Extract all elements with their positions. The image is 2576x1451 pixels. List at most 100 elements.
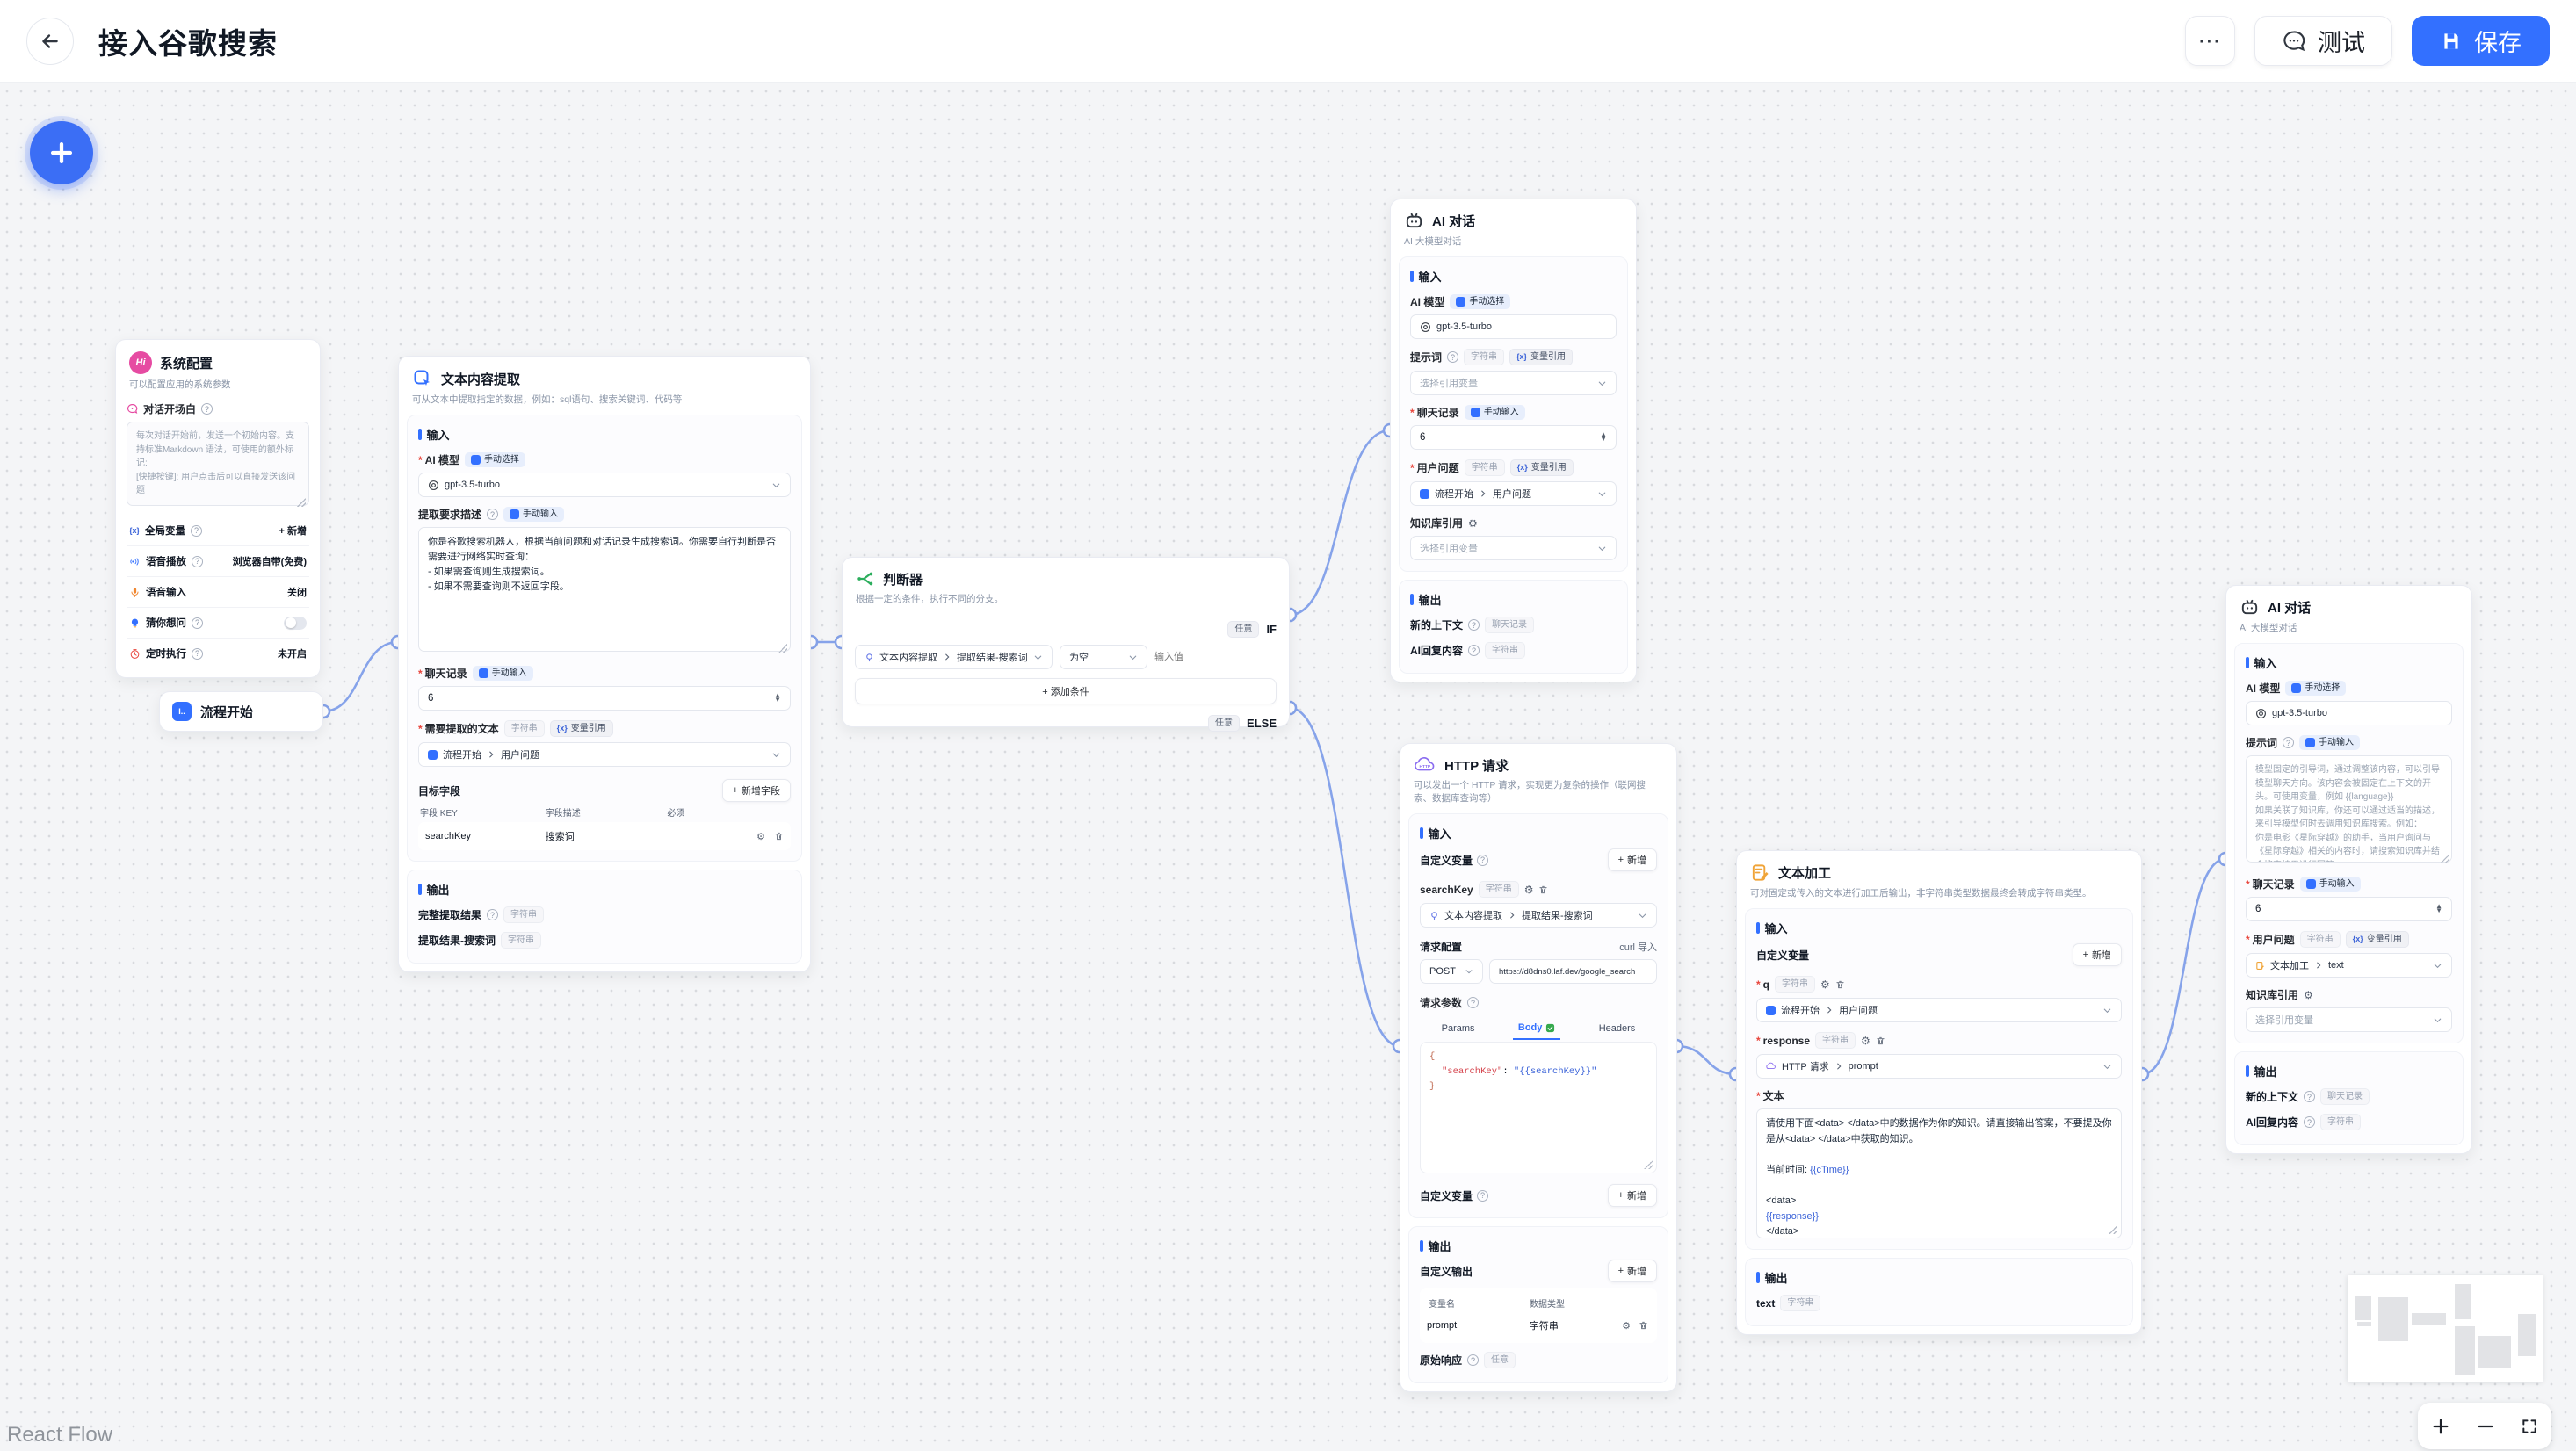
- var-settings-button[interactable]: ⚙: [1820, 978, 1830, 991]
- add-node-button[interactable]: [30, 121, 93, 184]
- condition-value-input[interactable]: [1154, 645, 1234, 670]
- var-ref-badge[interactable]: {x}变量引用: [1509, 459, 1574, 477]
- add-var-button[interactable]: + 新增: [1607, 848, 1657, 872]
- var-ref-badge[interactable]: {x}变量引用: [549, 720, 613, 738]
- zoom-in-button[interactable]: [2431, 1417, 2450, 1436]
- resize-handle[interactable]: [297, 498, 306, 508]
- more-button[interactable]: ⋯: [2185, 16, 2235, 66]
- edge-textprocess-aichat2[interactable]: [2141, 857, 2226, 1076]
- method-select[interactable]: POST: [1420, 959, 1483, 985]
- node-text-process[interactable]: 文本加工 可对固定或传入的文本进行加工后输出，非字符串类型数据最终会转成字符串类…: [1736, 850, 2142, 1336]
- var-delete-button[interactable]: [1538, 884, 1548, 895]
- manual-select-badge[interactable]: 手动选择: [465, 452, 526, 468]
- model-select[interactable]: gpt-3.5-turbo: [1410, 314, 1617, 340]
- resize-handle[interactable]: [2109, 1225, 2117, 1235]
- model-select[interactable]: gpt-3.5-turbo: [2246, 701, 2452, 726]
- kb-select[interactable]: 选择引用变量: [1410, 536, 1617, 561]
- resize-handle[interactable]: [2440, 855, 2449, 864]
- chat-history-input[interactable]: 6▲▼: [1410, 425, 1617, 451]
- var-ref-select[interactable]: 文本内容提取 提取结果-搜索词: [1420, 903, 1657, 928]
- edge-if-aichat[interactable]: [1289, 429, 1391, 617]
- tts-value[interactable]: 浏览器自带(免费): [232, 557, 307, 568]
- resize-handle[interactable]: [778, 644, 787, 653]
- test-button[interactable]: 测试: [2254, 16, 2392, 66]
- add-global-var-button[interactable]: + 新增: [279, 526, 308, 538]
- stt-value[interactable]: 关闭: [287, 588, 307, 599]
- tab-headers[interactable]: Headers: [1598, 1023, 1636, 1035]
- welcome-textarea[interactable]: [127, 422, 309, 507]
- minimap[interactable]: [2348, 1275, 2543, 1382]
- manual-input-badge[interactable]: 手动输入: [503, 507, 565, 523]
- add-var-button[interactable]: + 新增: [2072, 943, 2122, 967]
- node-flow-start[interactable]: I.. 流程开始: [159, 691, 323, 732]
- var-settings-button[interactable]: ⚙: [1523, 883, 1534, 896]
- body-code-editor[interactable]: { "searchKey": "{{searchKey}}" }: [1420, 1042, 1657, 1174]
- field-settings-button[interactable]: ⚙: [756, 831, 765, 842]
- manual-input-badge[interactable]: 手动输入: [472, 666, 533, 682]
- var-delete-button[interactable]: [1835, 979, 1845, 990]
- q-ref-select[interactable]: 流程开始 用户问题: [1756, 998, 2122, 1023]
- react-flow-attribution[interactable]: React Flow: [7, 1423, 113, 1447]
- manual-input-badge[interactable]: 手动输入: [2299, 877, 2361, 892]
- schedule-value[interactable]: 未开启: [278, 649, 307, 661]
- user-question-select[interactable]: 文本加工 text: [2246, 953, 2452, 978]
- user-question-label: 用户问题: [1416, 462, 1459, 475]
- field-delete-button[interactable]: [774, 831, 784, 841]
- edge-else-http[interactable]: [1289, 706, 1400, 1048]
- condition-variable-select[interactable]: 文本内容提取 提取结果-搜索词: [855, 645, 1053, 670]
- resize-handle[interactable]: [1644, 1160, 1653, 1170]
- var-delete-button[interactable]: [1876, 1036, 1885, 1046]
- chat-history-input[interactable]: 6▲▼: [2246, 897, 2452, 922]
- chat-history-input[interactable]: 6▲▼: [418, 686, 791, 711]
- user-question-select[interactable]: 流程开始 用户问题: [1410, 481, 1617, 507]
- node-text-extract[interactable]: 文本内容提取 可从文本中提取指定的数据，例如：sql语句、搜索关键词、代码等 输…: [398, 356, 811, 973]
- save-button[interactable]: 保存: [2412, 16, 2550, 66]
- extract-desc-textarea[interactable]: 你是谷歌搜索机器人，根据当前问题和对话记录生成搜索词。你需要自行判断是否需要进行…: [418, 527, 791, 653]
- manual-select-badge[interactable]: 手动选择: [2285, 681, 2347, 697]
- output-delete-button[interactable]: [1639, 1320, 1648, 1331]
- add-output-button[interactable]: + 新增: [1607, 1260, 1657, 1283]
- prompt-select[interactable]: 选择引用变量: [1410, 371, 1617, 396]
- kb-settings-button[interactable]: ⚙: [2304, 988, 2313, 1001]
- output-settings-button[interactable]: ⚙: [1622, 1320, 1631, 1332]
- node-classifier[interactable]: 判断器 根据一定的条件，执行不同的分支。 任意 IF 文本内容提取 提取结果-搜…: [842, 557, 1290, 733]
- back-button[interactable]: [26, 17, 74, 65]
- tab-params[interactable]: Params: [1441, 1023, 1475, 1035]
- kb-settings-button[interactable]: ⚙: [1468, 516, 1478, 530]
- edge-http-textprocess[interactable]: [1675, 1044, 1737, 1076]
- kb-select[interactable]: 选择引用变量: [2246, 1007, 2452, 1033]
- guess-toggle[interactable]: [284, 616, 307, 630]
- method-value: POST: [1429, 966, 1456, 978]
- node-system-config[interactable]: Hi 系统配置 可以配置应用的系统参数 对话开场白 ? {x} 全局变量 ? +…: [115, 339, 321, 679]
- add-field-button[interactable]: + 新增字段: [721, 779, 791, 803]
- response-ref-select[interactable]: HTTP 请求 prompt: [1756, 1054, 2122, 1079]
- tab-body[interactable]: Body: [1512, 1019, 1561, 1041]
- var-ref-badge[interactable]: {x}变量引用: [2345, 931, 2409, 949]
- var-settings-button[interactable]: ⚙: [1861, 1034, 1870, 1047]
- output-section-label: 输出: [2254, 1065, 2277, 1079]
- edge-flowstart-textextract[interactable]: [322, 640, 399, 713]
- number-steppers[interactable]: ▲▼: [2435, 902, 2442, 915]
- fit-view-button[interactable]: [2521, 1418, 2538, 1435]
- model-select[interactable]: gpt-3.5-turbo: [418, 473, 791, 498]
- text-template-editor[interactable]: 请使用下面<data> </data>中的数据作为你的知识。请直接输出答案，不要…: [1756, 1108, 2122, 1239]
- string-type-badge: 字符串: [1775, 976, 1816, 993]
- zoom-out-button[interactable]: [2476, 1417, 2495, 1436]
- condition-operator-select[interactable]: 为空: [1060, 645, 1147, 670]
- var-ref-badge[interactable]: {x}变量引用: [1509, 349, 1574, 366]
- manual-input-badge[interactable]: 手动输入: [1464, 405, 1525, 421]
- number-steppers[interactable]: ▲▼: [1600, 430, 1607, 444]
- source-text-select[interactable]: 流程开始 用户问题: [418, 742, 791, 768]
- curl-import-button[interactable]: curl 导入: [1619, 942, 1657, 953]
- manual-input-badge[interactable]: 手动输入: [2299, 735, 2361, 751]
- node-ai-chat-top[interactable]: AI 对话 AI 大模型对话 输入 AI 模型 手动选择 gpt-3.5-tur…: [1390, 199, 1637, 683]
- number-steppers[interactable]: ▲▼: [774, 691, 781, 704]
- manual-select-badge[interactable]: 手动选择: [1450, 294, 1511, 310]
- add-condition-button[interactable]: + 添加条件: [855, 678, 1277, 705]
- prompt-textarea[interactable]: [2246, 755, 2452, 863]
- node-http-request[interactable]: HTTP HTTP 请求 可以发出一个 HTTP 请求，实现更为复杂的操作（联网…: [1400, 743, 1677, 1393]
- add-var-button[interactable]: + 新增: [1607, 1184, 1657, 1208]
- url-input[interactable]: [1489, 959, 1657, 985]
- node-ai-chat-right[interactable]: AI 对话 AI 大模型对话 输入 AI 模型 手动选择 gpt-3.5-tur…: [2225, 585, 2472, 1155]
